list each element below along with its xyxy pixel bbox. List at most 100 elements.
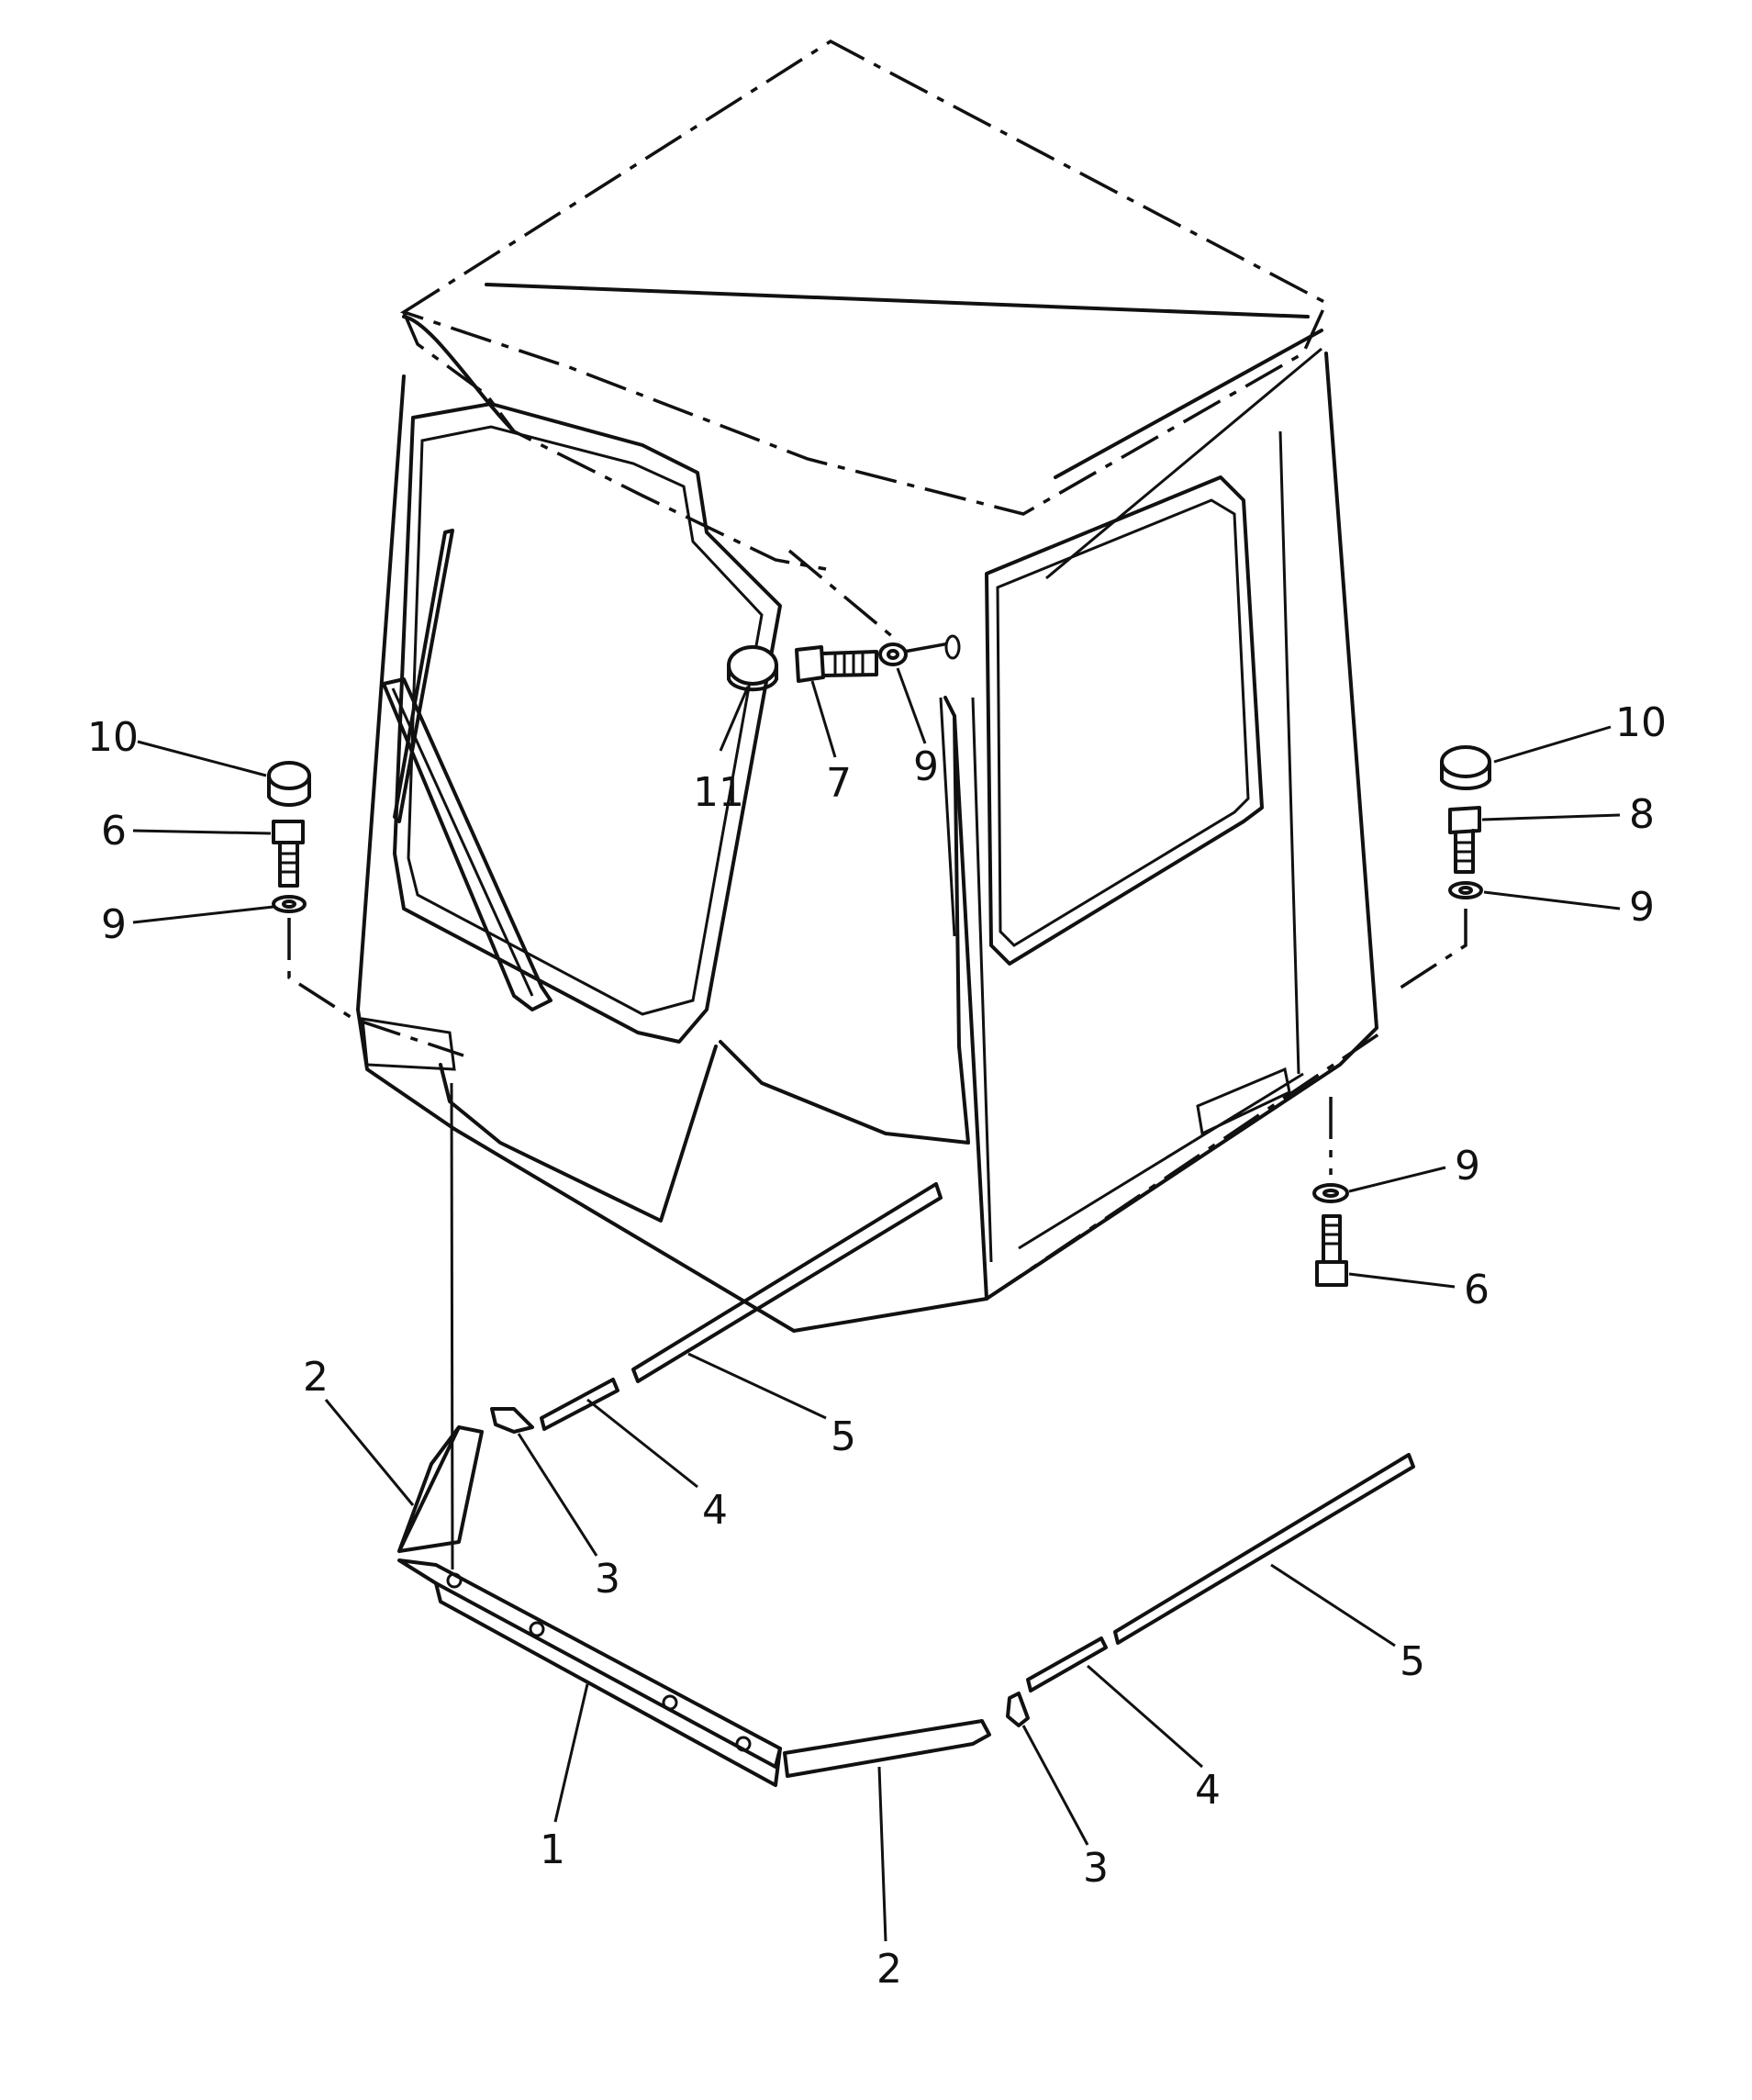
cab-right-wall-bottom-edge [986,1031,1382,1301]
right-door-frame [971,430,1304,1263]
bolt-8-right-thread [1456,841,1473,863]
leader-cap-left [137,740,267,777]
left-fastener-axis [287,918,464,1057]
callout-bolt-left: 6 [101,808,127,855]
leader-washer-center [896,667,927,744]
callout-washer-left: 9 [101,901,127,948]
cab-body [356,39,1382,1333]
leader-strip-short-right [1087,1664,1203,1769]
callout-cap-right: 10 [1615,699,1667,746]
bracket-3-right [1006,1692,1030,1727]
rail-1-hole-3 [662,1694,678,1711]
strip-5-right [1113,1453,1415,1645]
callout-bracket-right: 3 [1083,1845,1109,1892]
callout-strip-long-right: 5 [1400,1638,1425,1685]
front-windshield [393,402,782,1044]
leader-bracket-right [1021,1725,1089,1846]
callout-labels: 10 6 9 11 7 9 10 8 9 9 6 2 3 4 5 1 2 3 4… [87,699,1667,1993]
leader-bolt-bottom-right [1348,1272,1456,1289]
bolt-6-bottom-right-thread [1323,1223,1340,1245]
right-foot-plate [1196,1067,1291,1136]
callout-strip-short-left: 4 [702,1487,728,1534]
callout-bolt-bottom-right: 6 [1464,1267,1490,1313]
right-fastener-axis [1394,909,1467,993]
right-side-window-inner [996,498,1250,947]
leader-washer-right [1483,890,1621,910]
leader-angle-bottom [877,1766,887,1942]
leader-bolt-center [810,680,837,758]
callout-washer-right: 9 [1629,884,1655,931]
wiper-blade [393,529,454,823]
bolt-6-left-thread [280,852,297,874]
rail-1-hole-1 [446,1572,463,1589]
bolt-6-left-head [272,820,305,844]
callout-angle-left: 2 [303,1354,329,1401]
cab-roof-top-right [1054,329,1323,479]
center-fastener-group [727,549,961,692]
cap-10-right-shape [1440,745,1491,778]
left-foot-plate [361,1017,456,1071]
leader-bracket-left [517,1433,598,1557]
leader-strip-short-left [586,1398,698,1489]
cap-10-left-shape [267,761,311,790]
wiper-arm [382,677,552,1011]
leader-angle-left [324,1399,415,1506]
callout-bracket-left: 3 [595,1556,620,1603]
bolt-7-head [795,645,825,683]
right-side-window [985,475,1264,966]
leader-rail-front [553,1683,589,1823]
door-seam-strip [939,697,956,937]
front-windshield-inner [407,425,764,1016]
cab-front-wall-left-edge [356,374,456,1131]
callout-cap-left: 10 [87,714,139,761]
cab-right-wall [953,352,1378,1301]
left-fastener-group [267,761,464,1570]
rail-1 [397,1558,782,1769]
washer-9-bottom-right-hole [1322,1189,1339,1198]
cab-front-wall-bottom [452,1127,988,1333]
bracket-3-left [490,1407,534,1434]
leader-washer-left [132,905,274,924]
callout-strip-short-right: 4 [1195,1767,1221,1814]
bolt-7-thread [833,653,865,675]
bolt-7-shank [821,650,878,677]
lower-parts [397,1182,1415,1787]
callout-bolt-right: 8 [1629,791,1655,838]
strip-4-left [540,1378,619,1431]
leader-lines [132,667,1621,1942]
washer-9-right-hole [1458,886,1473,895]
cab-top-strip [1045,347,1322,580]
rail-1-hole-2 [529,1621,545,1637]
leader-strip-long-right [1270,1563,1396,1648]
right-fastener-group [1394,745,1491,993]
callout-angle-bottom: 2 [876,1946,902,1993]
cab-roof-front-edge [402,311,827,571]
cab-roof-lip [402,283,1310,433]
cab-roof-outline [399,39,1329,516]
angle-2-bottom [783,1719,991,1778]
rail-1-hole-4 [735,1736,752,1752]
leader-cap-right [1493,725,1612,764]
cap-10-right-side [1440,760,1491,790]
leader-cap-center [719,686,750,752]
cap-10-left-side [267,774,311,807]
bolt-6-bottom-right-head [1315,1260,1348,1287]
callout-washer-center: 9 [913,743,939,790]
callout-cap-center: 11 [693,769,744,816]
cap-11-side [727,664,778,692]
angle-2-left [397,1425,484,1553]
strip-5-left [631,1182,943,1383]
washer-9-center-hole [887,649,899,660]
leader-bolt-left [132,829,272,835]
callout-washer-bottom-right: 9 [1455,1143,1480,1190]
rail-1-lower [434,1581,782,1787]
wiper-arm-inner [391,687,534,997]
leader-washer-bottom-right [1348,1166,1446,1193]
leader-bolt-right [1481,813,1621,821]
callout-rail-front: 1 [540,1826,565,1873]
bottom-right-fastener-group [1312,1097,1349,1287]
cap-11-shape [727,645,778,686]
center-mount-hole [944,634,961,660]
door-lower-panel [439,1044,718,1223]
leader-strip-long-left [687,1352,827,1420]
